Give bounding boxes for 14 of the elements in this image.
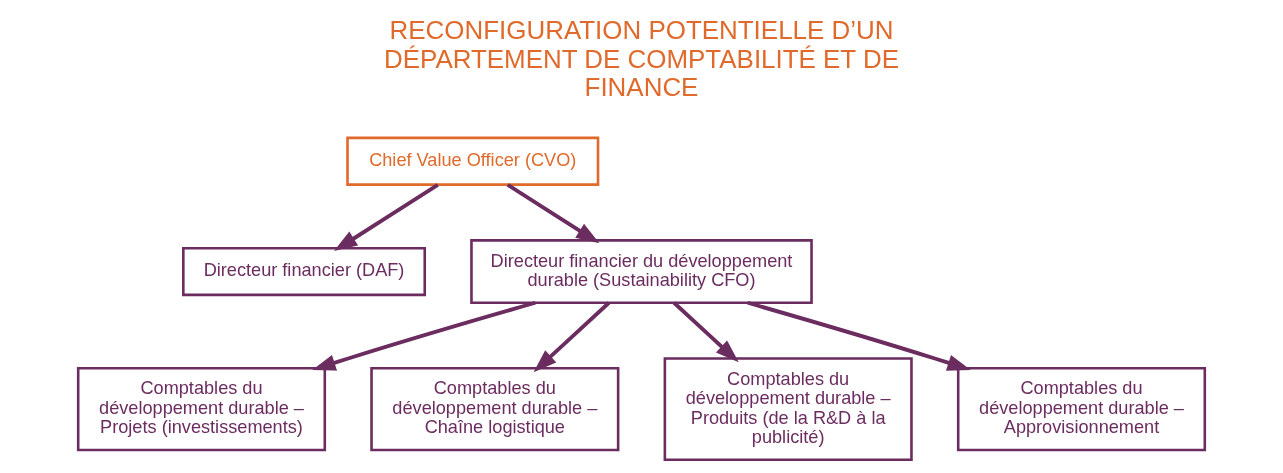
arrow <box>747 300 971 371</box>
node-box: Chief Value Officer (CVO) <box>346 136 600 186</box>
diagram-title: RECONFIGURATION POTENTIELLE D’UN DÉPARTEMENT DE COMPTABILITÉ ET DE FINANCE <box>384 16 899 102</box>
node-box: Comptables du développement durable – Projets (investissements) <box>76 366 327 452</box>
node-box: Directeur financier (DAF) <box>182 246 427 297</box>
node-box: Directeur financier du développement durable (Sustainability CFO) <box>470 239 813 304</box>
node-box: Comptables du développement durable – Chaîne logistique <box>370 366 620 452</box>
arrow <box>533 301 611 373</box>
arrow <box>506 183 600 244</box>
node-box: Comptables du développement durable – Produits (de la R&D à la publicité) <box>663 357 913 462</box>
arrow <box>334 183 439 252</box>
arrow <box>312 300 536 371</box>
arrow <box>672 301 739 363</box>
node-box: Comptables du développement durable – Approvisionnement <box>956 366 1207 452</box>
